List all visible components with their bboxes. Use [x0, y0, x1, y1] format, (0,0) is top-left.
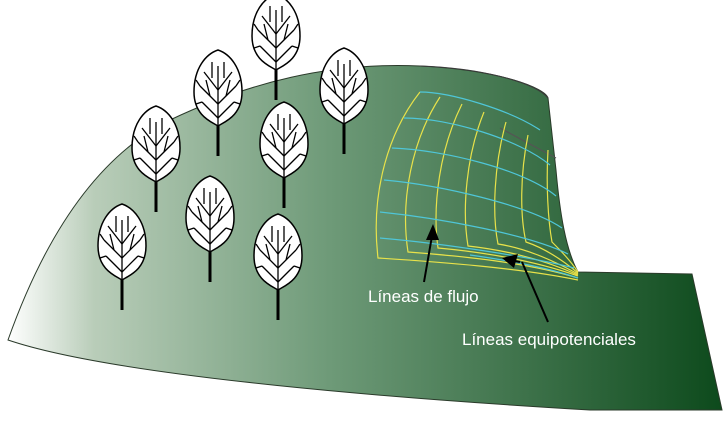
- hill-crest-line: [419, 65, 549, 99]
- equipotential-lines: [379, 91, 579, 279]
- equipotential-line: [419, 91, 541, 131]
- equipotential-line: [391, 147, 557, 197]
- flow-line: [435, 103, 579, 277]
- flow-line: [375, 91, 579, 281]
- equipotential-label-arrow: [502, 254, 549, 323]
- equipotential-lines-label: Líneas equipotenciales: [462, 330, 636, 349]
- equipotential-line: [379, 237, 575, 269]
- flow-lines-label: Líneas de flujo: [368, 287, 479, 306]
- equipotential-line: [403, 117, 551, 166]
- flow-line: [546, 149, 579, 273]
- equipotential-line: [379, 211, 569, 255]
- equipotential-line: [383, 179, 563, 229]
- flow-line: [405, 96, 579, 279]
- flow-label-arrow: [423, 224, 439, 283]
- seepage-edge-line: [499, 127, 557, 159]
- equipotential-line: [469, 254, 579, 279]
- flow-line: [494, 121, 579, 275]
